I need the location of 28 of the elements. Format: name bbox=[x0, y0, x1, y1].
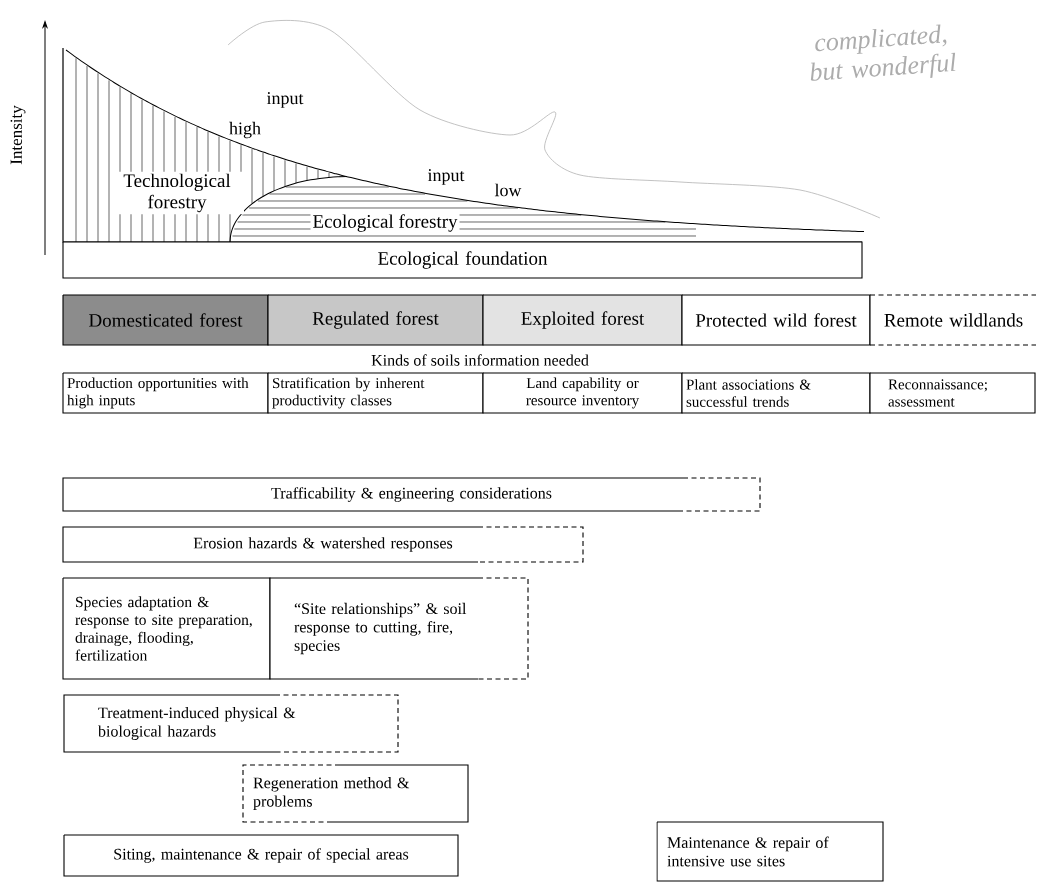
text-box: Stratification by inherent productivity classes bbox=[267, 372, 484, 414]
text-box: Maintenance & repair of intensive use sites bbox=[656, 821, 884, 882]
curve-label: input bbox=[266, 92, 304, 108]
forest-type-box: Remote wildlands bbox=[869, 294, 1037, 346]
text-box: Reconnaissance; assessment bbox=[869, 372, 1036, 414]
text-box: Siting, maintenance & repair of special areas bbox=[63, 834, 459, 877]
foundation-bar: Ecological foundation bbox=[62, 241, 863, 279]
curve-label: input bbox=[427, 169, 465, 185]
text-box: Regeneration method & problems bbox=[242, 764, 469, 823]
forest-type-box: Exploited forest bbox=[482, 294, 683, 346]
axis-label: Intensity bbox=[10, 105, 26, 165]
forest-type-box: Regulated forest bbox=[267, 294, 484, 346]
text-box: Treatment-induced physical & biological hazards bbox=[63, 694, 399, 753]
text-box: Production opportunities with high inputs bbox=[62, 372, 269, 414]
area-label: Technological forestry bbox=[110, 171, 244, 215]
forest-type-box: Protected wild forest bbox=[681, 294, 871, 346]
curve-label: high bbox=[229, 121, 261, 139]
text-box: Species adaptation & response to site preparation, drainage, flooding, fertilization bbox=[62, 577, 271, 680]
area-label: Ecological forestry bbox=[310, 212, 460, 234]
curve-label: low bbox=[494, 183, 522, 197]
text-box: “Site relationships” & soil response to cutting, fire, species bbox=[269, 577, 529, 680]
text-box: Trafficability & engineering considerations bbox=[62, 477, 761, 512]
forest-type-box: Domesticated forest bbox=[62, 294, 269, 346]
text-box: Land capability or resource inventory bbox=[482, 372, 683, 414]
text-box: Plant associations & successful trends bbox=[681, 372, 871, 414]
text-box: Erosion hazards & watershed responses bbox=[62, 526, 584, 563]
handwritten-note: complicated, but wonderful bbox=[810, 24, 956, 81]
section-heading: Kinds of soils information needed bbox=[371, 354, 589, 366]
